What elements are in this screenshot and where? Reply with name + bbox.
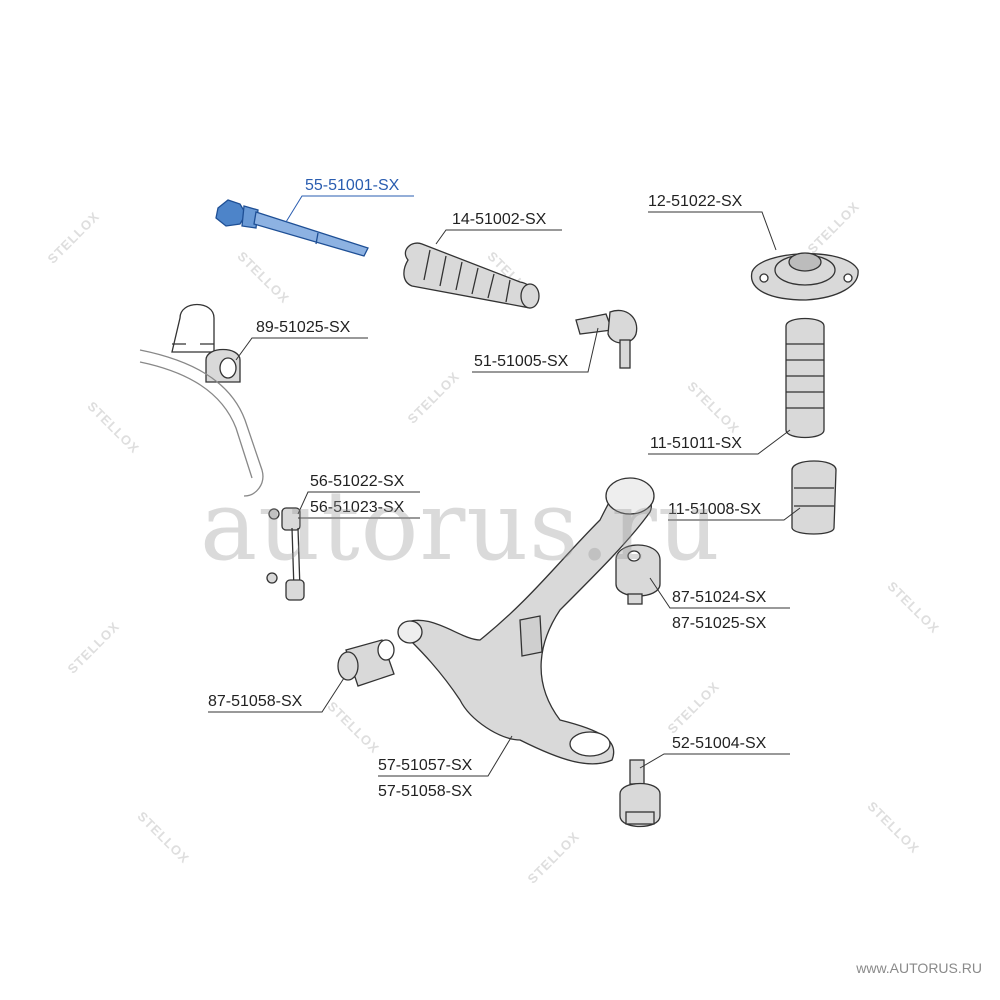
label-top-mount[interactable]: 12-51022-SX [648, 193, 743, 210]
label-front-arm-bushing[interactable]: 87-51058-SX [208, 693, 303, 710]
label-control-arm-a[interactable]: 57-51057-SX [378, 757, 473, 774]
label-stabilizer-link-b[interactable]: 56-51023-SX [310, 499, 405, 516]
footer-watermark: www.AUTORUS.RU [856, 960, 982, 976]
label-dust-cover[interactable]: 11-51011-SX [650, 435, 742, 452]
label-ball-joint[interactable]: 52-51004-SX [672, 735, 767, 752]
site-watermark: autorus.ru [200, 470, 721, 582]
arm-bushing-part[interactable] [615, 544, 661, 605]
label-tie-rod-end[interactable]: 51-51005-SX [474, 353, 569, 370]
strut-top-mount-part[interactable] [750, 252, 859, 301]
label-stabilizer-link-a[interactable]: 56-51022-SX [310, 473, 405, 490]
stabilizer-bar [139, 349, 264, 497]
stabilizer-bushing-part[interactable] [171, 304, 241, 383]
tie-rod-part[interactable] [215, 199, 369, 257]
steering-boot-part[interactable] [403, 242, 540, 309]
label-tie-rod[interactable]: 55-51001-SX [305, 177, 400, 194]
leader-lines [208, 195, 801, 777]
label-arm-bushing-a[interactable]: 87-51024-SX [672, 589, 767, 606]
dust-cover-part[interactable] [785, 317, 825, 439]
ball-joint-part[interactable] [619, 759, 661, 828]
stabilizer-link-part[interactable] [266, 507, 305, 601]
label-steering-boot[interactable]: 14-51002-SX [452, 211, 547, 228]
label-stabilizer-bushing[interactable]: 89-51025-SX [256, 319, 351, 336]
front-arm-bushing-part[interactable] [337, 639, 395, 687]
label-arm-bushing-b[interactable]: 87-51025-SX [672, 615, 767, 632]
label-control-arm-b[interactable]: 57-51058-SX [378, 783, 473, 800]
bump-stop-part[interactable] [791, 460, 837, 535]
label-bump-stop[interactable]: 11-51008-SX [668, 501, 762, 518]
tie-rod-end-part[interactable] [575, 309, 638, 369]
